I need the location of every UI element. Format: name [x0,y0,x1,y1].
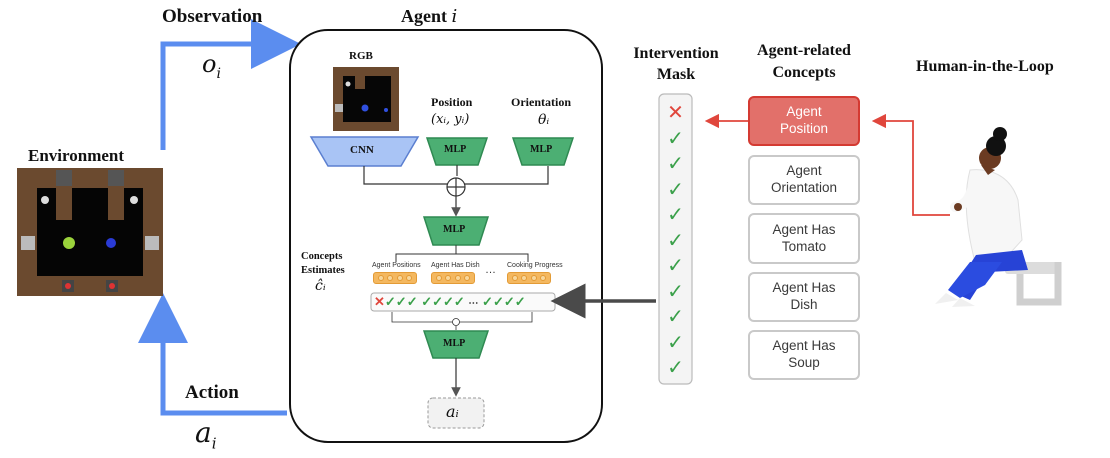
human-illustration [935,127,1062,307]
environment-image [17,168,163,296]
mask-cross-icon: ✕ [667,100,684,124]
mask-check-icon: ✓ [667,227,684,252]
rgb-label: RGB [349,50,373,62]
observation-arrow [160,19,301,150]
position-symbol: (xᵢ, yᵢ) [431,112,470,127]
bar-label-agent-positions: Agent Positions [372,262,421,269]
agent-title: Agent i [401,6,458,27]
intervention-mask-title: Intervention Mask [633,45,719,83]
orientation-mlp-label: MLP [530,144,553,155]
bottom-mlp-block [422,330,490,359]
concept-estimate-marks: ✕✓✓✓ ✓✓✓✓ ⋯ ✓✓✓✓ [374,294,526,309]
mask-marks: ✕✓✓✓✓✓✓✓✓✓✓ [659,100,692,381]
orientation-label: Orientation [511,95,571,109]
output-box [427,397,485,429]
bar-label-ellipsis: … [485,264,496,276]
mask-check-icon: ✓ [667,176,684,201]
mask-check-icon: ✓ [667,304,684,328]
rgb-image [333,67,399,131]
mask-check-icon: ✓ [667,355,684,379]
estimate-check-icon: ✓✓✓ [384,294,418,309]
mask-check-icon: ✓ [667,329,684,354]
position-mlp-label: MLP [444,144,467,155]
human-in-the-loop-label: Human-in-the-Loop [916,58,1054,75]
output-symbol: aᵢ [446,402,459,421]
estimate-cross-icon: ✕ [374,294,385,309]
concept-bar-agent-has-dish [431,272,475,284]
concept-agent-has-soup[interactable]: Agent Has Soup [748,330,860,380]
concept-agent-orientation[interactable]: Agent Orientation [748,155,860,205]
concepts-title: Agent-related Concepts [757,42,851,81]
mask-check-icon: ✓ [667,278,684,303]
bar-label-agent-has-dish: Agent Has Dish [431,262,480,269]
concept-bar-agent-positions [373,272,417,284]
mask-check-icon: ✓ [667,253,684,277]
mask-check-icon: ✓ [667,202,684,226]
orientation-symbol: θᵢ [538,112,550,128]
action-arrow [138,293,287,416]
human-to-concept-arrow [871,113,950,216]
concept-agent-has-tomato[interactable]: Agent Has Tomato [748,213,860,264]
bottom-mlp-label: MLP [443,338,466,349]
estimate-check-icon: ✓✓✓✓ [482,294,526,309]
cnn-label: CNN [350,144,374,156]
estimate-check-icon: ✓✓✓✓ [421,294,465,309]
position-label: Position [431,95,473,109]
action-symbol: ai [195,416,217,453]
concepts-estimates-label: Concepts Estimates [301,251,345,277]
intervention-mask-column [658,93,693,385]
concept-bar-cooking-progress [507,272,551,284]
mask-check-icon: ✓ [667,151,684,175]
mask-check-icon: ✓ [667,125,684,150]
concept-agent-position[interactable]: Agent Position [748,96,860,146]
observation-symbol: oi [202,50,221,82]
bar-label-cooking-progress: Cooking Progress [507,262,563,269]
cnn-block [309,136,420,167]
concept-agent-has-dish[interactable]: Agent Has Dish [748,272,860,322]
middle-mlp-block [422,216,490,246]
middle-mlp-label: MLP [443,224,466,235]
environment-label: Environment [28,146,125,165]
action-label: Action [185,382,239,403]
position-mlp-block [425,137,489,166]
concepts-symbol: ĉᵢ [315,278,326,294]
observation-label: Observation [162,6,263,27]
orientation-mlp-block [511,137,575,166]
